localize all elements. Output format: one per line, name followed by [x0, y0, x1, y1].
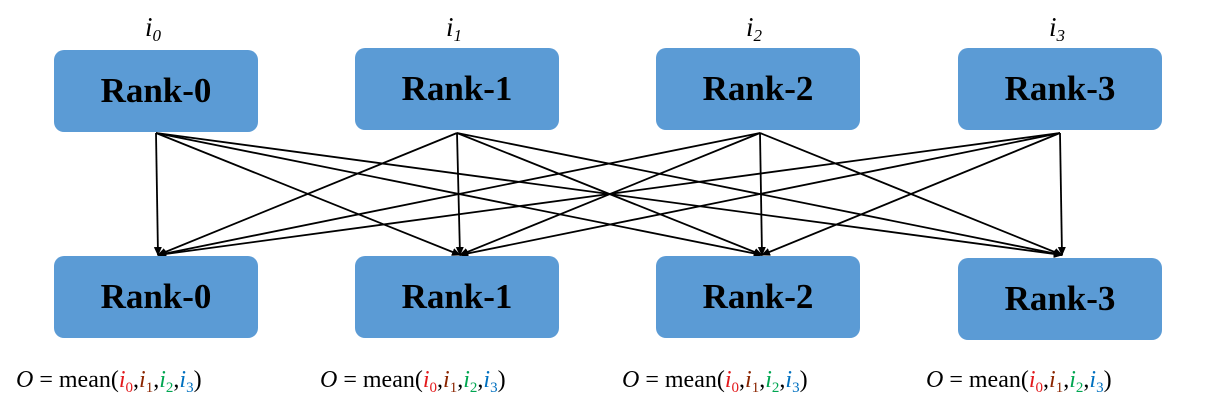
bottom-rank-2: Rank-2 — [656, 256, 860, 338]
arrow-rank3-to-rank3 — [1057, 132, 1066, 256]
arrow-rank3-to-rank2 — [761, 132, 1061, 256]
arrow-rank0-to-rank0 — [153, 132, 162, 256]
top-rank-0: Rank-0 — [54, 50, 258, 132]
arrow-rank1-to-rank0 — [157, 132, 458, 256]
formula-rank-0: O = mean(i0,i1,i2,i3) — [16, 367, 202, 396]
top-rank-1: Rank-1 — [355, 48, 559, 130]
arrow-rank3-to-rank1 — [459, 132, 1061, 258]
input-label-i3: i3 — [1049, 12, 1066, 45]
bottom-rank-3: Rank-3 — [958, 258, 1162, 340]
input-label-i1: i1 — [446, 12, 463, 45]
input-label-i2: i2 — [746, 12, 763, 45]
arrow-rank3-to-rank0 — [157, 132, 1061, 258]
bottom-rank-0: Rank-0 — [54, 256, 258, 338]
top-rank-2: Rank-2 — [656, 48, 860, 130]
formula-rank-3: O = mean(i0,i1,i2,i3) — [926, 367, 1112, 396]
top-rank-3: Rank-3 — [958, 48, 1162, 130]
formula-rank-1: O = mean(i0,i1,i2,i3) — [320, 367, 506, 396]
formula-rank-2: O = mean(i0,i1,i2,i3) — [622, 367, 808, 396]
arrow-rank2-to-rank0 — [157, 132, 761, 258]
input-label-i0: i0 — [145, 12, 162, 45]
bottom-rank-1: Rank-1 — [355, 256, 559, 338]
